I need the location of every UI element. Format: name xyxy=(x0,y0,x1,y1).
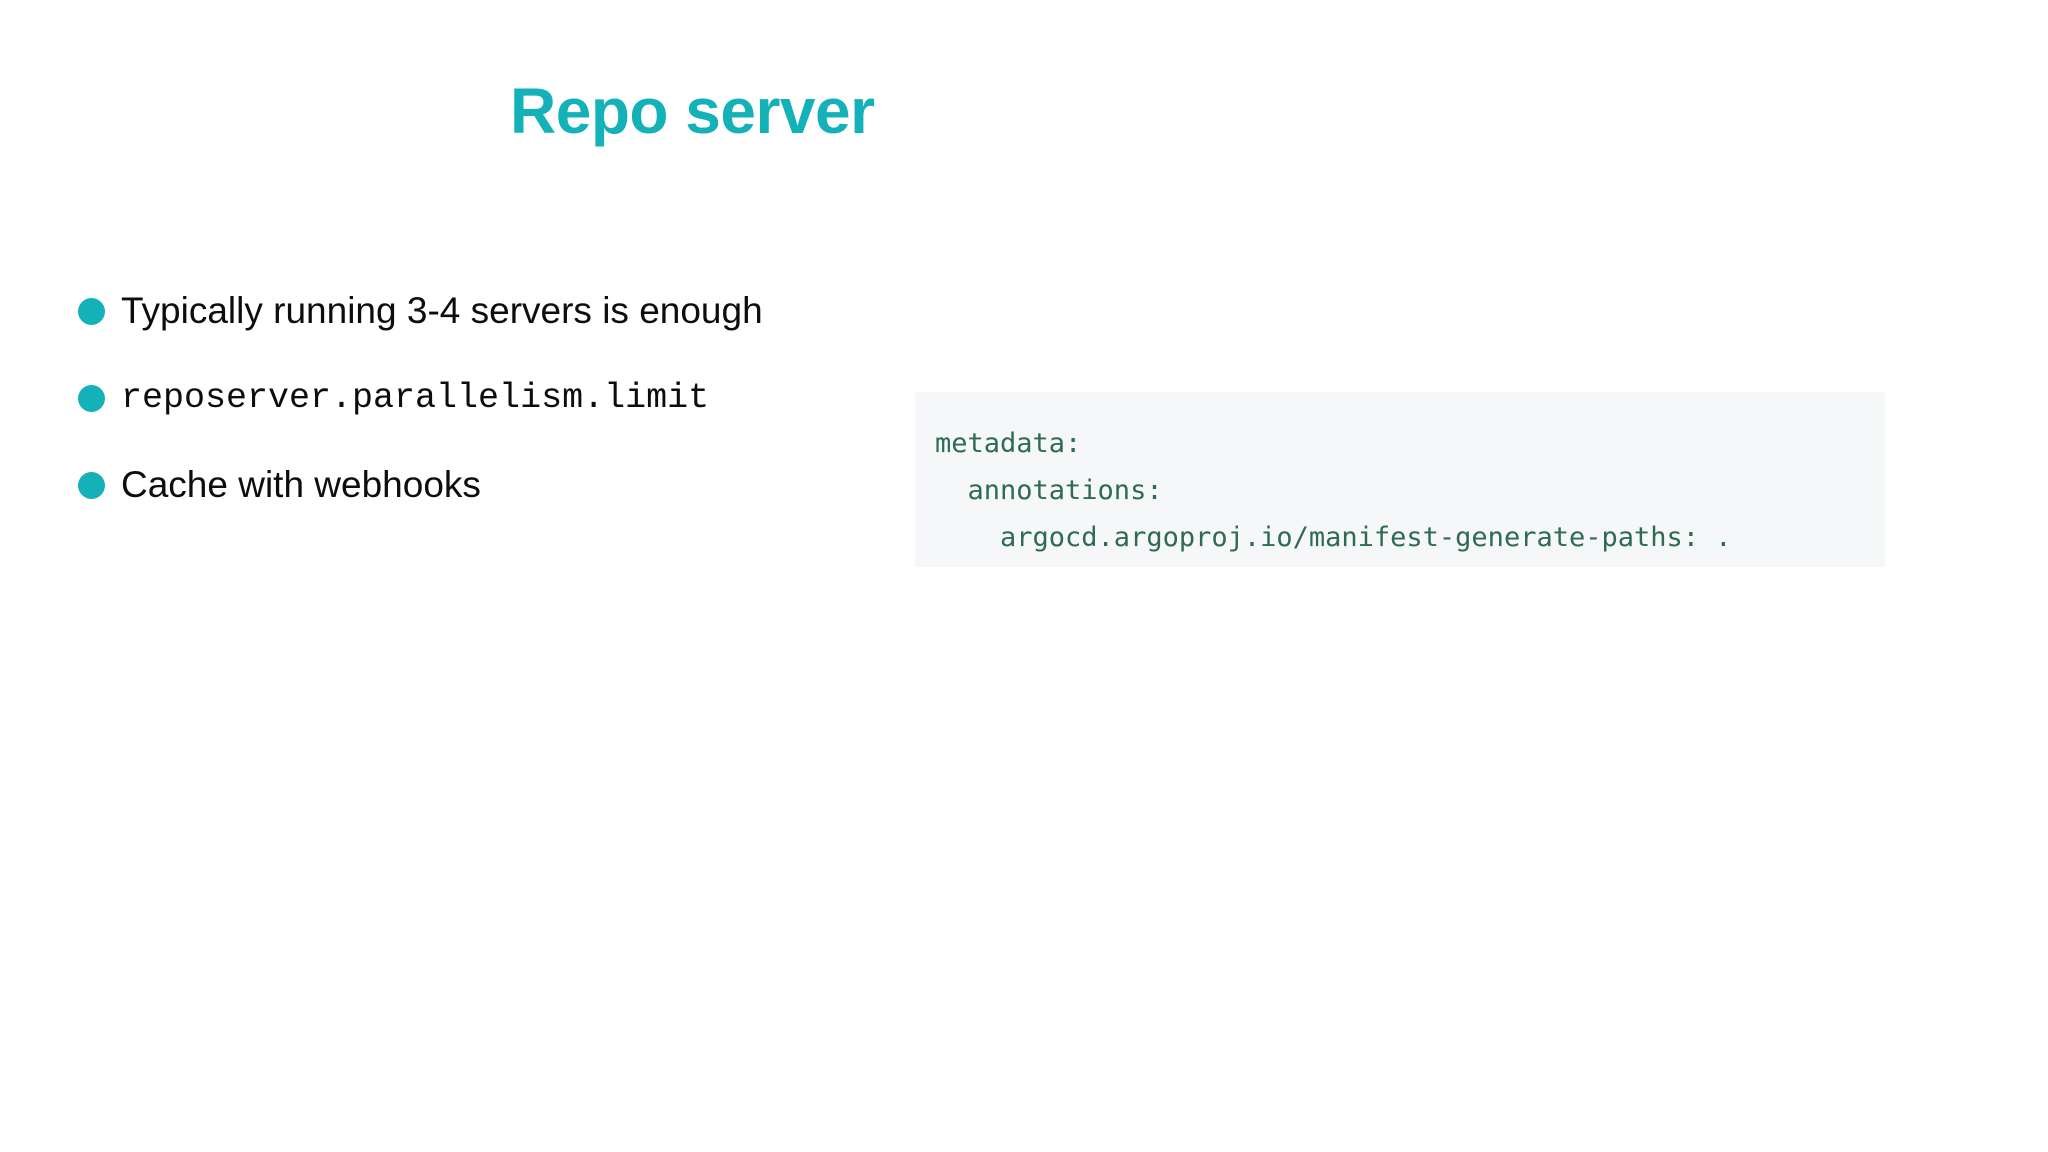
code-block: metadata: annotations: argocd.argoproj.i… xyxy=(915,392,1885,567)
list-item-label: Typically running 3-4 servers is enough xyxy=(121,289,763,331)
code-line: annotations: xyxy=(935,475,1163,506)
list-item: Cache with webhooks xyxy=(78,456,898,514)
code-line: argocd.argoproj.io/manifest-generate-pat… xyxy=(935,522,1732,553)
list-item: Typically running 3-4 servers is enough xyxy=(78,282,898,340)
page-title: Repo server xyxy=(510,75,875,147)
list-item-label: Cache with webhooks xyxy=(121,463,481,505)
code-line: metadata: xyxy=(935,428,1082,459)
list-item: reposerver.parallelism.limit xyxy=(78,369,898,427)
bullet-dot-icon xyxy=(78,384,105,412)
list-item-label: reposerver.parallelism.limit xyxy=(121,377,710,418)
bullet-list: Typically running 3-4 servers is enough … xyxy=(78,282,898,543)
bullet-dot-icon xyxy=(78,297,105,325)
bullet-dot-icon xyxy=(78,471,105,499)
